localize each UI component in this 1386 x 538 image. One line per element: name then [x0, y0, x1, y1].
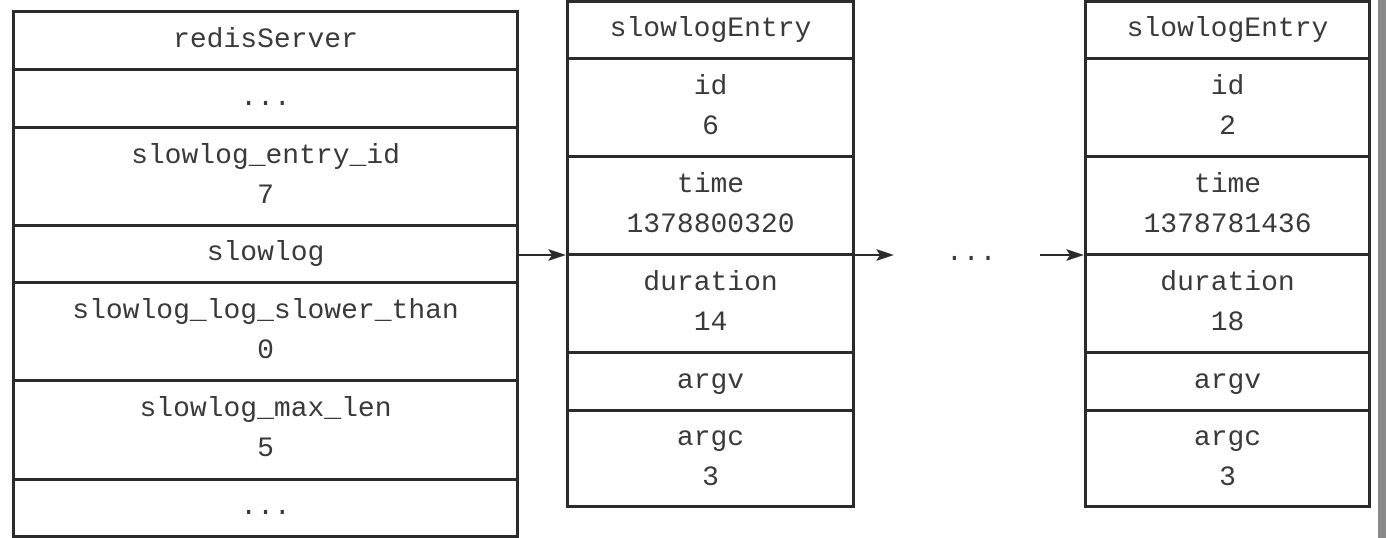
struct-field-slowlog-max-len: slowlog_max_len 5: [15, 382, 516, 481]
entry-field-duration: duration 14: [569, 256, 852, 354]
field-value: 0: [257, 335, 274, 367]
list-ellipsis: ...: [946, 238, 997, 269]
field-value: 18: [1210, 307, 1245, 339]
field-label: duration: [1160, 267, 1295, 299]
field-value: 5: [257, 434, 274, 465]
field-label: time: [1193, 169, 1262, 201]
entry-field-time: time 1378800320: [569, 158, 852, 256]
entry-field-id: id 6: [569, 60, 852, 158]
field-label: time: [676, 169, 745, 201]
entry-field-argc: argc 3: [569, 412, 852, 505]
struct-header: redisServer: [15, 13, 516, 71]
struct-field-ellipsis-bottom: ...: [15, 481, 516, 535]
entry-field-duration: duration 18: [1087, 256, 1368, 354]
field-label: id: [1210, 71, 1245, 103]
field-label: slowlog_max_len: [139, 394, 392, 425]
entry-title: slowlogEntry: [1126, 14, 1329, 45]
field-value: 1378781436: [1143, 209, 1312, 241]
entry-field-argv: argv: [1087, 354, 1368, 412]
field-value: 14: [693, 307, 728, 339]
struct-field-ellipsis-top: ...: [15, 71, 516, 129]
field-label: slowlog_entry_id: [131, 140, 400, 172]
field-label: slowlog_log_slower_than: [72, 295, 459, 327]
struct-field-slowlog: slowlog: [15, 227, 516, 284]
field-label: duration: [643, 267, 778, 299]
field-value: 2: [1219, 111, 1236, 143]
entry-title: slowlogEntry: [609, 14, 812, 45]
entry-field-argv: argv: [569, 354, 852, 412]
arrow-slowlog-to-entry-1: [519, 249, 566, 261]
struct-field-slowlog-entry-id: slowlog_entry_id 7: [15, 129, 516, 227]
entry-header: slowlogEntry: [569, 3, 852, 60]
field-value: 3: [1219, 462, 1236, 494]
field-label: argc: [676, 422, 745, 454]
field-value: 3: [702, 462, 719, 494]
field-label: ...: [240, 492, 291, 523]
field-label: ...: [240, 82, 291, 114]
struct-field-slowlog-log-slower-than: slowlog_log_slower_than 0: [15, 284, 516, 382]
entry-field-id: id 2: [1087, 60, 1368, 158]
arrow-entry-1-to-next: [855, 249, 894, 261]
redis-server-struct: redisServer ... slowlog_entry_id 7 slowl…: [12, 10, 519, 538]
entry-field-time: time 1378781436: [1087, 158, 1368, 256]
slowlog-entry-2: slowlogEntry id 2 time 1378781436 durati…: [1084, 0, 1371, 508]
entry-field-argc: argc 3: [1087, 412, 1368, 505]
struct-title: redisServer: [173, 24, 358, 56]
entry-header: slowlogEntry: [1087, 3, 1368, 60]
field-label: argv: [1193, 365, 1262, 397]
field-label: id: [693, 71, 728, 103]
scroll-edge: [1378, 0, 1386, 538]
field-label: argv: [676, 365, 745, 397]
field-label: argc: [1193, 422, 1262, 454]
slowlog-entry-1: slowlogEntry id 6 time 1378800320 durati…: [566, 0, 855, 508]
field-value: 1378800320: [626, 209, 795, 241]
field-label: slowlog: [206, 238, 325, 269]
field-value: 7: [257, 180, 274, 212]
field-value: 6: [702, 111, 719, 143]
arrow-to-entry-2: [1040, 249, 1084, 261]
